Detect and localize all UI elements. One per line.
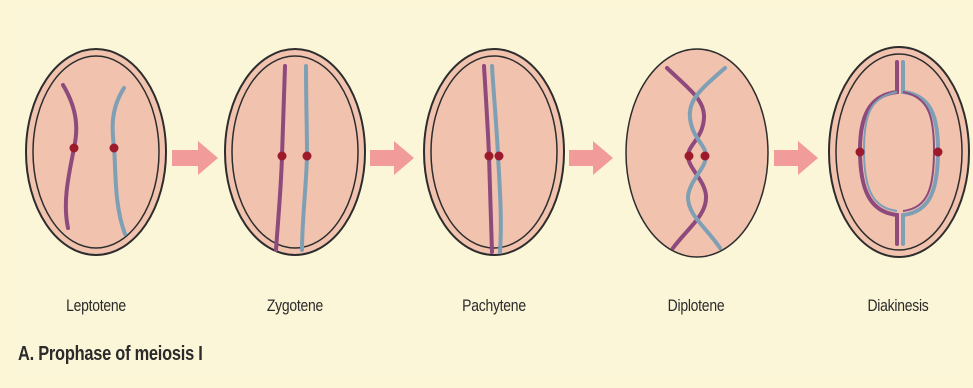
cell-zygotene [225, 49, 365, 255]
arrow-icon [172, 141, 218, 175]
stage-label-diakinesis: Diakinesis [832, 296, 963, 316]
centromere [495, 152, 504, 161]
centromere [485, 152, 494, 161]
stage-label-zygotene: Zygotene [229, 296, 360, 316]
cell-leptotene [26, 49, 166, 255]
centromere [70, 144, 79, 153]
stage-label-pachytene: Pachytene [428, 296, 559, 316]
cell-pachytene [424, 49, 564, 255]
stage-label-leptotene: Leptotene [30, 296, 161, 316]
cell-diakinesis [829, 47, 969, 257]
centromere [934, 148, 943, 157]
figure-caption: A. Prophase of meiosis I [18, 343, 203, 366]
centromere [701, 152, 710, 161]
stage-label-diplotene: Diplotene [630, 296, 761, 316]
centromere [303, 152, 312, 161]
centromere [110, 144, 119, 153]
centromere [685, 152, 694, 161]
centromere [278, 152, 287, 161]
centromere [856, 148, 865, 157]
arrow-icon [774, 141, 818, 175]
arrow-icon [370, 141, 414, 175]
arrow-icon [569, 141, 613, 175]
cell-diplotene [626, 49, 768, 257]
